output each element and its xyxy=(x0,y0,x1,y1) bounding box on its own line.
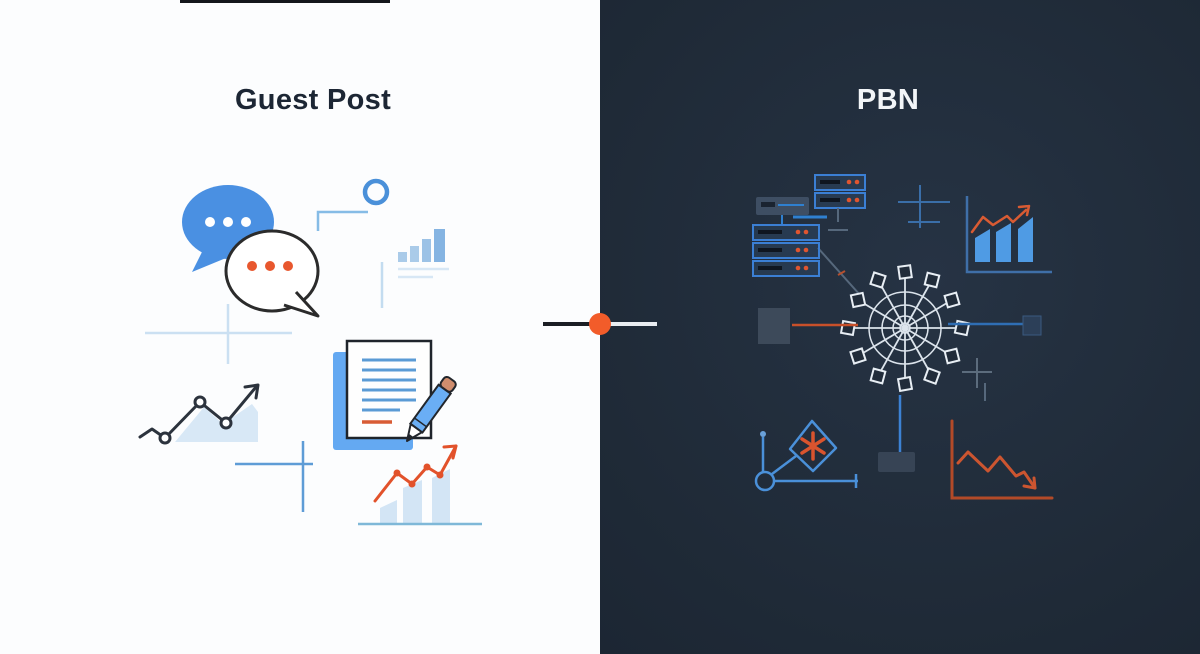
growth-line-chart-icon xyxy=(138,383,260,445)
pbn-panel: PBN xyxy=(600,0,1200,654)
declining-chart-icon xyxy=(950,419,1054,500)
corner-line-mark xyxy=(316,210,384,308)
pbn-illustration xyxy=(752,174,1054,500)
crosshair-mark-blue xyxy=(898,185,950,228)
top-accent-line xyxy=(180,0,390,3)
guest-post-panel: Guest Post xyxy=(0,0,600,654)
crosshair-mark-upper xyxy=(145,304,292,364)
article-document-with-pen-icon xyxy=(333,339,457,450)
crosshair-mark-lower xyxy=(235,441,313,512)
server-cluster-icon xyxy=(752,174,866,296)
right-panel-title: PBN xyxy=(856,84,920,116)
mini-bar-chart-icon xyxy=(398,229,449,279)
flagged-site-diagram-icon xyxy=(754,419,858,492)
growth-bar-chart-icon xyxy=(965,196,1052,274)
chat-bubbles-icon xyxy=(182,185,320,318)
linked-node-squares xyxy=(758,270,1042,472)
link-wheel-hub-icon xyxy=(839,264,971,393)
left-panel-title: Guest Post xyxy=(234,84,392,116)
trend-chart-with-bars-icon xyxy=(358,444,482,526)
pen-icon xyxy=(406,375,457,442)
guest-post-illustration xyxy=(138,178,482,526)
asterisk-icon xyxy=(800,431,826,461)
circle-outline-mark xyxy=(362,178,390,206)
